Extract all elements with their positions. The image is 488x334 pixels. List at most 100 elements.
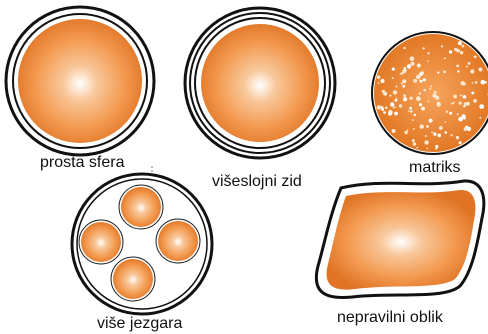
simple-sphere-label: prosta sfera	[40, 154, 125, 171]
core-right	[156, 219, 200, 263]
matrix-particle	[423, 78, 426, 81]
matrix-particle	[458, 41, 462, 45]
matrix-particle	[428, 100, 430, 102]
matrix-particle	[394, 106, 396, 108]
matrix-particle	[422, 47, 424, 49]
matrix-particle	[421, 107, 425, 111]
matrix-particle	[461, 81, 465, 85]
matrix-particle	[404, 131, 407, 134]
matrix-particle	[453, 95, 457, 99]
matrix-particle	[400, 73, 402, 75]
matrix-particle	[457, 113, 459, 115]
matrix-particle	[403, 94, 406, 97]
matrix-particle	[485, 81, 487, 83]
matrix-particle	[463, 105, 465, 107]
matrix-particle	[479, 117, 481, 119]
matrix-particle	[463, 95, 467, 99]
matrix-particle	[403, 47, 405, 49]
matrix-particle	[429, 119, 433, 123]
matrix-particle	[443, 71, 446, 74]
matrix-particle	[412, 119, 414, 121]
matrix-particle	[393, 107, 395, 109]
matrix-particle	[419, 103, 422, 106]
irregular-shape-label: nepravilni oblik	[337, 309, 444, 326]
matrix-particle	[382, 90, 385, 93]
matrix-particle	[395, 99, 398, 102]
matrix-particle	[411, 62, 415, 66]
matrix-particle	[426, 148, 428, 150]
matrix-particle	[420, 124, 424, 128]
matrix-particle	[437, 72, 439, 74]
matrix-particle	[453, 102, 455, 104]
matrix-particle	[408, 110, 410, 112]
matrix-particle	[427, 60, 429, 62]
matrix-particle	[439, 126, 443, 130]
matrix-particle	[390, 102, 394, 106]
matrix-particle	[435, 147, 437, 149]
matrix-particle	[435, 96, 439, 100]
matrix-particle	[456, 49, 460, 53]
matrix-particle	[407, 64, 411, 68]
core-left	[79, 220, 123, 264]
matrix-particle	[424, 140, 428, 144]
matrix-particle	[416, 96, 421, 101]
matrix-particle	[456, 65, 459, 68]
matrix-particle	[410, 110, 413, 113]
matrix-particle	[466, 66, 468, 68]
matrix-particle	[394, 112, 398, 116]
matrix-particle	[417, 63, 421, 67]
matrix-particle	[396, 86, 398, 88]
matrix-particle	[410, 97, 413, 100]
core-bottom	[111, 257, 155, 301]
matrix-particle	[392, 129, 396, 133]
matrix-particle	[481, 80, 486, 85]
matrix-particle	[459, 141, 462, 144]
matrix-particle	[433, 132, 436, 135]
matrix-label: matriks	[409, 159, 461, 176]
matrix-particle	[449, 112, 452, 115]
matrix-particle	[457, 70, 459, 72]
matrix-particle	[445, 131, 448, 134]
matrix-particle	[468, 62, 471, 65]
matrix-particle	[427, 52, 429, 54]
core-top	[119, 185, 163, 229]
matrix-particle	[462, 114, 466, 118]
matrix-particle	[423, 89, 426, 92]
multiple-cores-label: više jezgara	[97, 315, 182, 332]
matrix-particle	[462, 45, 465, 48]
matrix-particle	[381, 108, 384, 111]
matrix-particle	[385, 106, 388, 109]
matrix-particle	[470, 69, 474, 73]
irregular-shape-capsule	[316, 181, 483, 298]
matrix-particle	[438, 134, 442, 138]
matrix-particle	[425, 135, 427, 137]
multilayer-wall-label: višeslojni zid	[212, 173, 302, 190]
matrix-particle	[414, 114, 416, 116]
matrix-particle	[417, 147, 419, 149]
matrix-particle	[377, 75, 381, 79]
matrix-particle	[401, 83, 403, 85]
matrix-particle	[478, 68, 482, 72]
matrix-particle	[464, 102, 467, 105]
matrix-particle	[393, 90, 397, 94]
matrix-particle	[416, 75, 421, 80]
matrix-particle	[431, 131, 433, 133]
matrix-particle	[460, 51, 463, 54]
matrix-particle	[474, 55, 477, 58]
matrix-capsule	[372, 32, 488, 154]
matrix-particle	[419, 92, 421, 94]
matrix-particle	[449, 50, 452, 53]
matrix-particle	[446, 111, 448, 113]
matrix-particle	[456, 136, 459, 139]
matrix-particle	[392, 77, 394, 79]
matrix-particle	[450, 134, 452, 136]
matrix-particle	[430, 85, 432, 87]
matrix-particle	[405, 70, 407, 72]
matrix-particle	[438, 102, 440, 104]
matrix-particle	[471, 92, 474, 95]
matrix-particle	[410, 56, 415, 61]
matrix-particle	[409, 107, 412, 110]
matrix-particle	[444, 58, 446, 60]
matrix-particle	[402, 79, 406, 83]
